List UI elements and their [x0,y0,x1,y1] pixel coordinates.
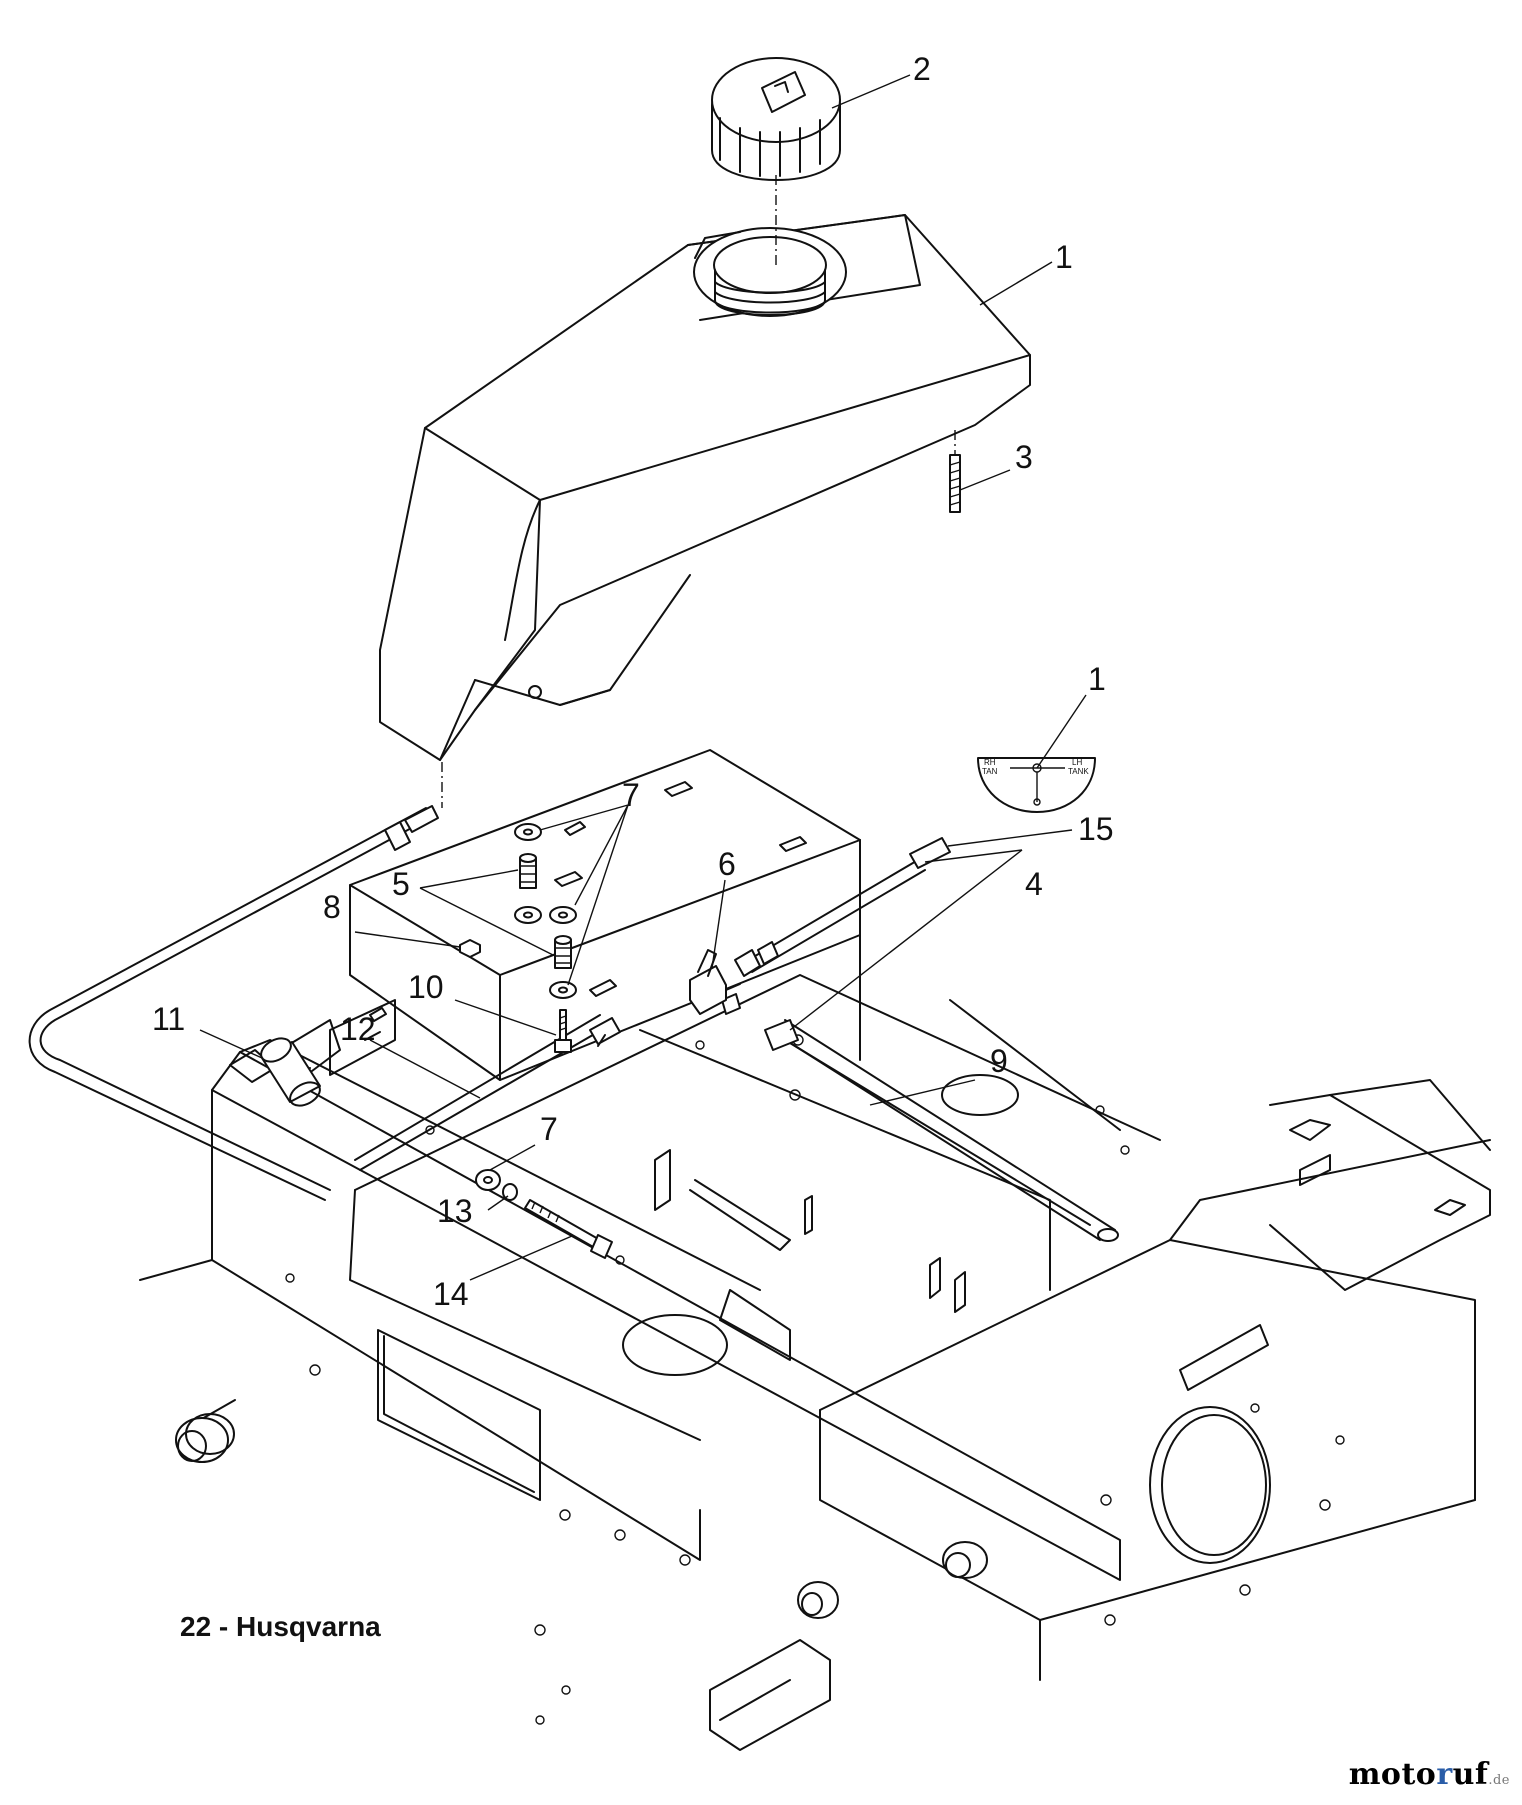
callout-7-top: 7 [622,777,640,813]
svg-text:TAN: TAN [982,767,998,776]
callout-10: 10 [408,969,444,1005]
callout-15: 15 [1078,811,1114,847]
callout-6: 6 [718,846,736,882]
lockwasher-13 [502,1183,518,1201]
plate-lh-label: LH [1072,758,1082,767]
fuel-cap [711,57,841,265]
nut-8 [459,939,481,958]
plate-rh-label: RH [984,758,996,767]
chassis-frame [139,974,1491,1751]
callout-11: 11 [152,1001,185,1037]
callout-12: 12 [340,1011,376,1047]
diagram-caption: 22 - Husqvarna [180,1611,381,1642]
callout-4: 4 [1025,866,1043,902]
bolt-10 [559,1009,567,1041]
watermark-logo: motoruf.de [1348,1757,1510,1792]
callout-7-bottom: 7 [540,1111,558,1147]
callout-14: 14 [433,1276,469,1312]
callouts: 2 1 3 1 15 7 6 4 5 8 10 11 12 9 7 13 14 [152,51,1114,1312]
callout-1-tank: 1 [1055,239,1073,275]
stud-3 [949,430,961,513]
callout-9: 9 [990,1043,1008,1079]
callout-5: 5 [392,866,410,902]
fuel-lines [28,805,1091,1226]
leader-lines [199,74,1087,1281]
washer-7d [549,981,577,999]
valve-decal: RH TAN LH TANK [977,757,1096,813]
callout-3: 3 [1015,439,1033,475]
washer-7b [514,906,542,924]
tank-support-box [329,749,861,1081]
washer-7e [475,1169,501,1191]
fuel-tank [379,214,1031,761]
washer-7a [514,823,542,841]
callout-1-plate: 1 [1088,661,1106,697]
callout-13: 13 [437,1193,473,1229]
svg-text:TANK: TANK [1068,767,1089,776]
hardware [260,823,613,1259]
callout-8: 8 [323,889,341,925]
callout-2: 2 [913,51,931,87]
washer-7c [549,906,577,924]
